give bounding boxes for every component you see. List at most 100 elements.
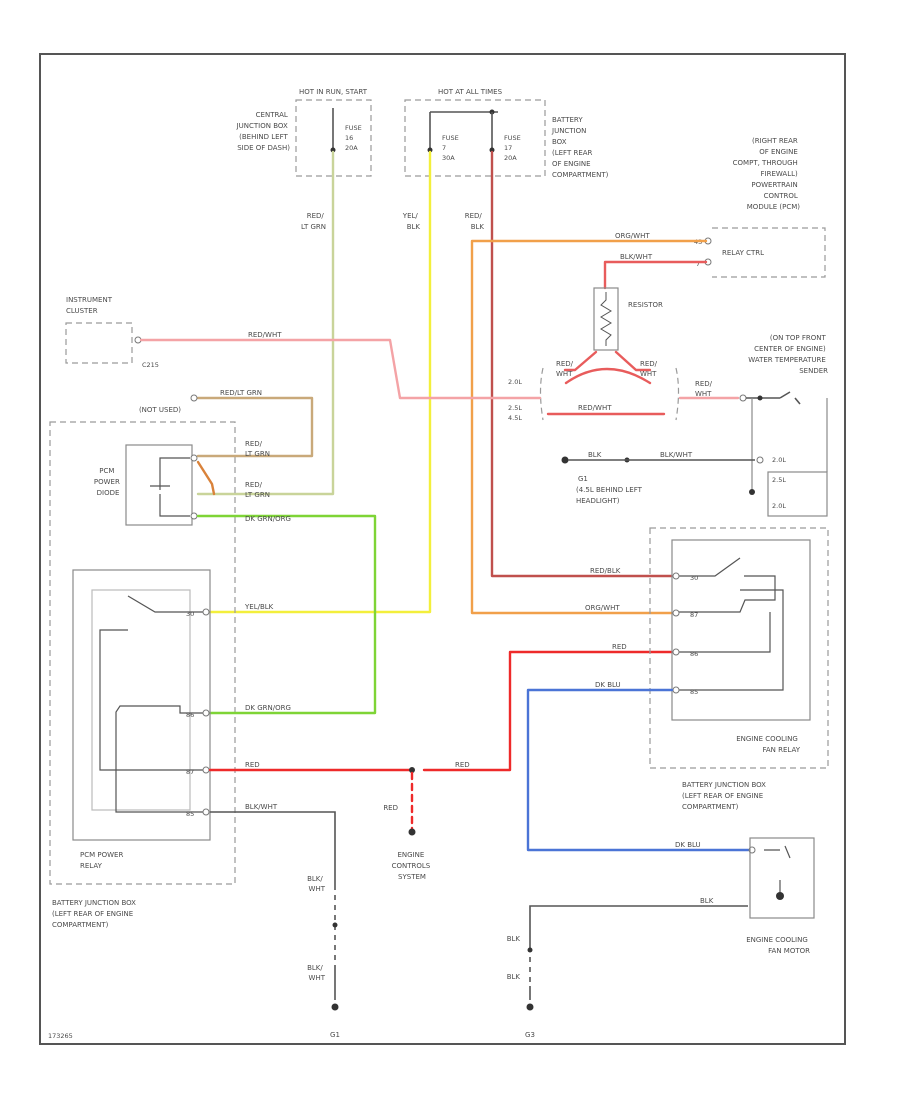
- wire-red-lt-grn-top: [196, 396, 314, 458]
- pcm-power-relay-label: PCM POWER RELAY: [80, 851, 126, 870]
- label-red-engine: RED: [383, 804, 398, 812]
- engine-20l-label: 2.0L: [508, 378, 522, 386]
- fan-pin-86: 86: [690, 650, 698, 658]
- battery-jb-right-label: BATTERY JUNCTION BOX (LEFT REAR OF ENGIN…: [682, 781, 768, 811]
- battery-jb-top-label: BATTERY JUNCTION BOX (LEFT REAR OF ENGIN…: [551, 116, 609, 179]
- wire-red-lt-grn-fuse: [196, 150, 335, 496]
- ground-right-label: G3: [525, 1031, 535, 1039]
- fan-pin-85: 85: [690, 688, 698, 696]
- wire-dk-grn-org: [196, 514, 377, 715]
- label-blk-ground: BLK: [588, 451, 602, 459]
- sender-label: (ON TOP FRONT CENTER OF ENGINE) WATER TE…: [748, 334, 828, 375]
- label-dk-grn-org-pcm: DK GRN/ORG: [245, 704, 291, 712]
- label-red-wht-b: RED/ WHT: [640, 360, 659, 378]
- figure-id: 173265: [48, 1032, 73, 1040]
- label-red-fan: RED: [612, 643, 627, 651]
- hot-run-start-label: HOT IN RUN, START: [299, 88, 368, 96]
- hot-all-times-label: HOT AT ALL TIMES: [438, 88, 503, 96]
- label-red-wht-c: RED/WHT: [578, 404, 612, 412]
- label-red-wht-cluster: RED/WHT: [248, 331, 282, 339]
- label-yel-blk-fuse: YEL/ BLK: [402, 212, 421, 231]
- instrument-cluster-box: [65, 322, 133, 364]
- pcm-power-relay-inner: [91, 589, 191, 811]
- wire-blk-wht-relay: [210, 811, 336, 1000]
- ground-g1-dot: [561, 456, 569, 464]
- label-org-wht: ORG/WHT: [615, 232, 650, 240]
- c215-label: C215: [142, 361, 159, 369]
- fan-motor-label: ENGINE COOLING FAN MOTOR: [746, 936, 810, 955]
- battery-jb-left-label: BATTERY JUNCTION BOX (LEFT REAR OF ENGIN…: [52, 899, 138, 929]
- label-dk-blu-fan: DK BLU: [595, 681, 621, 689]
- label-blk-wht-g-b: BLK/ WHT: [307, 964, 326, 982]
- pcm-relay-ctrl-label: RELAY CTRL: [722, 249, 764, 257]
- red-splice-node: [409, 767, 415, 773]
- wire-blk-wht-pcm: [603, 260, 708, 290]
- label-blk-wht-relay: BLK/WHT: [245, 803, 278, 811]
- wire-red-wht-resistor-arc: [564, 367, 652, 385]
- g1-label: G1: [578, 475, 588, 483]
- pcm-terminal-7: 7: [696, 260, 700, 268]
- sender-2l-b-label: 2.0L: [772, 502, 786, 510]
- sender-ground: [749, 489, 755, 495]
- sender-25l-label: 2.5L: [772, 476, 786, 484]
- ground-left-label: G1: [330, 1031, 340, 1039]
- wire-dk-blu: [526, 688, 750, 852]
- label-blk-wht-pcm: BLK/WHT: [620, 253, 653, 261]
- wire-red-wht-cluster: [139, 338, 542, 400]
- relay-pin-30: 30: [186, 610, 194, 618]
- pcm-power-relay-box: [72, 569, 211, 841]
- label-dk-grn-org: DK GRN/ORG: [245, 515, 291, 523]
- fan-relay-box: [671, 539, 811, 721]
- fuse-central-node: [330, 147, 336, 153]
- not-used-label: (NOT USED): [139, 406, 181, 414]
- label-blk-motor: BLK: [700, 897, 714, 905]
- central-fuse-box: [295, 99, 372, 177]
- fan-motor-box: [749, 837, 815, 919]
- label-red-lt-grn-a: RED/ LT GRN: [245, 440, 270, 458]
- label-red-wht-a: RED/ WHT: [556, 360, 575, 378]
- label-dk-blu-motor: DK BLU: [675, 841, 701, 849]
- fan-pin-87: 87: [690, 611, 698, 619]
- engine-25l-label: 2.5L: [508, 404, 522, 412]
- fan-relay-junction-box: [649, 527, 829, 769]
- label-red-main: RED: [245, 761, 260, 769]
- instrument-cluster-label: INSTRUMENT CLUSTER: [66, 296, 114, 315]
- label-red-lt-grn-top: RED/LT GRN: [220, 389, 262, 397]
- label-red-main-b: RED: [455, 761, 470, 769]
- label-red-wht-sensor: RED/ WHT: [695, 380, 714, 398]
- fan-motor-symbol: [776, 892, 784, 900]
- label-red-lt-grn-fuse: RED/ LT GRN: [301, 212, 326, 231]
- label-blk-wht-g-a: BLK/ WHT: [307, 875, 326, 893]
- ground-right: [526, 1003, 534, 1011]
- label-blk-wht-ground: BLK/WHT: [660, 451, 693, 459]
- label-red-lt-grn-b: RED/ LT GRN: [245, 481, 270, 499]
- relay-pin-85: 85: [186, 810, 194, 818]
- pcm-power-diode-label: PCM POWER DIODE: [94, 467, 122, 497]
- wire-yel-blk-fuse: [208, 150, 432, 614]
- label-red-blk-fan: RED/BLK: [590, 567, 621, 575]
- fuse-central-label: FUSE 16 20A: [345, 124, 364, 152]
- diagram-frame: [39, 53, 846, 1045]
- fuse-7-node: [427, 147, 433, 153]
- resistor: [593, 287, 619, 351]
- fuse-17-node: [489, 147, 495, 153]
- engine-controls-label: ENGINE CONTROLS SYSTEM: [392, 851, 433, 881]
- fuse-17-label: FUSE 17 20A: [504, 134, 523, 162]
- fuse-7-label: FUSE 7 30A: [442, 134, 461, 162]
- relay-pin-86: 86: [186, 711, 194, 719]
- wire-red-blk-fuse: [490, 150, 674, 578]
- label-blk-g-a: BLK: [507, 935, 521, 943]
- central-jb-label: CENTRAL JUNCTION BOX (BEHIND LEFT SIDE O…: [236, 111, 291, 152]
- fan-relay-label: ENGINE COOLING FAN RELAY: [736, 735, 801, 754]
- pcm-location-label: (RIGHT REAR OF ENGINE COMPT, THROUGH FIR…: [733, 137, 801, 211]
- relay-pin-87: 87: [186, 768, 194, 776]
- wire-red-main-b: [422, 650, 674, 772]
- label-org-wht-fan: ORG/WHT: [585, 604, 620, 612]
- wire-org-wht: [470, 239, 708, 615]
- sender-body: [767, 471, 828, 517]
- g1-location-label: (4.5L BEHIND LEFT HEADLIGHT): [576, 486, 644, 505]
- wire-blk-motor: [529, 905, 748, 1000]
- engine-45l-label: 4.5L: [508, 414, 522, 422]
- label-blk-g-b: BLK: [507, 973, 521, 981]
